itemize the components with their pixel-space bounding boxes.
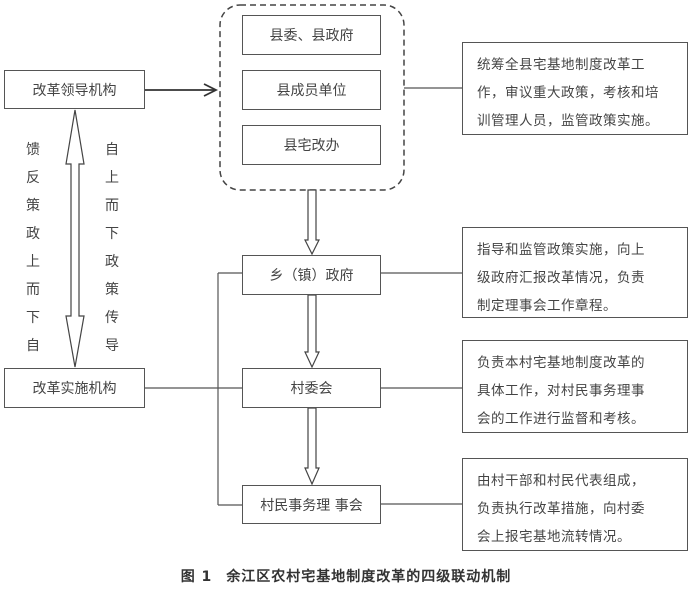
county-unit-label: 县成员单位 <box>276 83 347 99</box>
description-line: 级政府汇报改革情况，负责 <box>477 270 645 286</box>
vertical-char: 馈 <box>26 142 40 158</box>
vertical-char: 上 <box>105 170 119 186</box>
county-unit-box: 县宅改办 <box>242 125 381 165</box>
vertical-char: 自 <box>105 142 119 158</box>
description-line: 指导和监管政策实施，向上 <box>477 242 645 258</box>
feedback-vertical-text: 馈 反 策 政 上 而 下 自 <box>25 136 41 360</box>
vertical-char: 反 <box>26 170 40 186</box>
vertical-char: 策 <box>26 198 40 214</box>
vertical-char: 自 <box>26 338 40 354</box>
description-line: 制定理事会工作章程。 <box>477 298 617 314</box>
figure-title: 余江区农村宅基地制度改革的四级联动机制 <box>226 569 512 585</box>
level-label: 乡（镇）政府 <box>269 268 354 284</box>
county-unit-box: 县成员单位 <box>242 70 381 110</box>
vertical-char: 政 <box>105 254 119 270</box>
description-line: 会上报宅基地流转情况。 <box>477 529 631 545</box>
vertical-char: 传 <box>105 310 119 326</box>
figure-caption: 图 1 余江区农村宅基地制度改革的四级联动机制 <box>0 566 692 586</box>
county-unit-box: 县委、县政府 <box>242 15 381 55</box>
level-label: 村民事务理 事会 <box>260 497 363 514</box>
village-description-box: 负责本村宅基地制度改革的 具体工作，对村民事务理事 会的工作进行监督和考核。 <box>462 340 688 433</box>
vertical-char: 政 <box>26 226 40 242</box>
vertical-char: 而 <box>105 198 119 214</box>
township-government-box: 乡（镇）政府 <box>242 255 381 295</box>
description-line: 会的工作进行监督和考核。 <box>477 411 645 427</box>
implementation-label: 改革实施机构 <box>32 381 117 397</box>
vertical-char: 下 <box>105 226 119 242</box>
vertical-char: 导 <box>105 338 119 354</box>
description-line: 负责执行改革措施，向村委 <box>477 501 645 517</box>
level-label: 村委会 <box>290 381 333 397</box>
description-line: 负责本村宅基地制度改革的 <box>477 355 645 371</box>
description-line: 具体工作，对村民事务理事 <box>477 383 645 399</box>
vertical-char: 上 <box>26 254 40 270</box>
arrow-county-to-township <box>304 189 320 256</box>
county-unit-label: 县委、县政府 <box>269 28 354 44</box>
description-line: 由村干部和村民代表组成， <box>477 473 645 489</box>
county-unit-label: 县宅改办 <box>283 138 340 154</box>
arrow-head-leadership <box>203 83 219 97</box>
description-line: 统筹全县宅基地制度改革工 <box>477 57 645 73</box>
implementation-box: 改革实施机构 <box>4 368 145 408</box>
bidirectional-arrow <box>65 109 85 368</box>
vertical-char: 而 <box>26 282 40 298</box>
description-line: 训管理人员，监管政策实施。 <box>477 113 659 129</box>
leadership-box: 改革领导机构 <box>4 70 145 109</box>
villager-council-box: 村民事务理 事会 <box>242 485 381 524</box>
vertical-char: 下 <box>26 310 40 326</box>
leadership-label: 改革领导机构 <box>32 82 117 99</box>
top-down-vertical-text: 自 上 而 下 政 策 传 导 <box>104 136 120 360</box>
arrow-township-to-village <box>304 294 320 369</box>
vertical-char: 策 <box>105 282 119 298</box>
leadership-description-box: 统筹全县宅基地制度改革工 作，审议重大政策，考核和培 训管理人员，监管政策实施。 <box>462 42 688 135</box>
council-description-box: 由村干部和村民代表组成， 负责执行改革措施，向村委 会上报宅基地流转情况。 <box>462 458 688 551</box>
arrow-village-to-council <box>304 407 320 486</box>
village-committee-box: 村委会 <box>242 368 381 408</box>
figure-number: 图 1 <box>180 569 213 585</box>
description-line: 作，审议重大政策，考核和培 <box>477 85 659 101</box>
township-description-box: 指导和监管政策实施，向上 级政府汇报改革情况，负责 制定理事会工作章程。 <box>462 227 688 318</box>
